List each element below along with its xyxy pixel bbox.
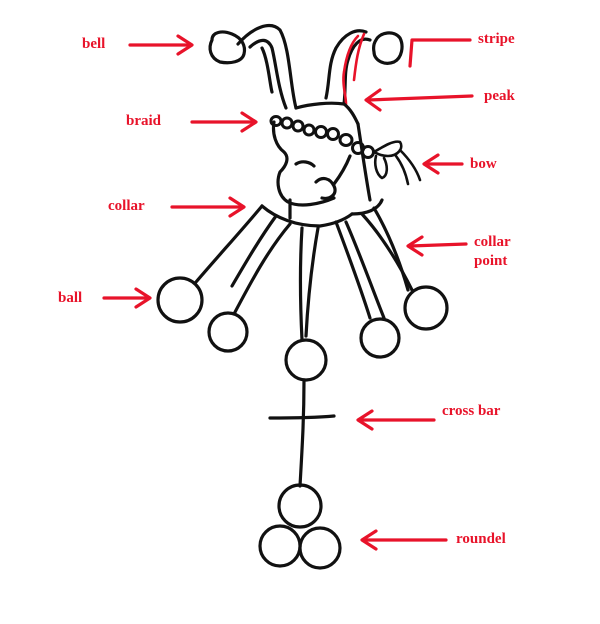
label-roundel: roundel	[456, 531, 506, 547]
label-collar-point: collar point	[474, 233, 511, 271]
label-collar-point-line2: point	[474, 253, 508, 269]
label-collar-point-line1: collar	[474, 234, 511, 250]
arrow-ball	[102, 287, 152, 309]
jester-head	[271, 101, 372, 220]
right-horn-stripe	[342, 32, 366, 106]
left-bell-shape	[208, 30, 247, 65]
roundels	[258, 483, 342, 570]
arrow-cross-bar	[356, 409, 436, 431]
hat-bow	[372, 140, 422, 186]
label-peak: peak	[484, 88, 515, 104]
arrow-peak	[364, 88, 474, 112]
collar-balls	[156, 276, 449, 382]
arrow-collar	[170, 196, 246, 218]
arrow-bell	[128, 34, 194, 56]
arrow-bow	[422, 153, 464, 175]
arrow-stripe	[408, 38, 472, 68]
label-bell: bell	[82, 36, 106, 52]
arrow-collar-point	[406, 235, 468, 257]
collar-line	[260, 198, 384, 228]
label-cross-bar: cross bar	[442, 403, 501, 419]
staff	[268, 378, 336, 488]
annotation-arrows	[102, 34, 474, 551]
arrow-braid	[190, 111, 258, 133]
arrow-roundel	[360, 529, 448, 551]
right-bell-shape	[372, 31, 404, 65]
left-hat-horn	[236, 24, 298, 110]
label-braid: braid	[126, 113, 162, 129]
right-hat-horn	[324, 29, 372, 106]
label-collar: collar	[108, 198, 145, 214]
hat-braid	[269, 115, 375, 159]
label-ball: ball	[58, 290, 83, 306]
collar-points	[194, 204, 414, 342]
label-stripe: stripe	[478, 31, 515, 47]
label-bow: bow	[470, 156, 497, 172]
